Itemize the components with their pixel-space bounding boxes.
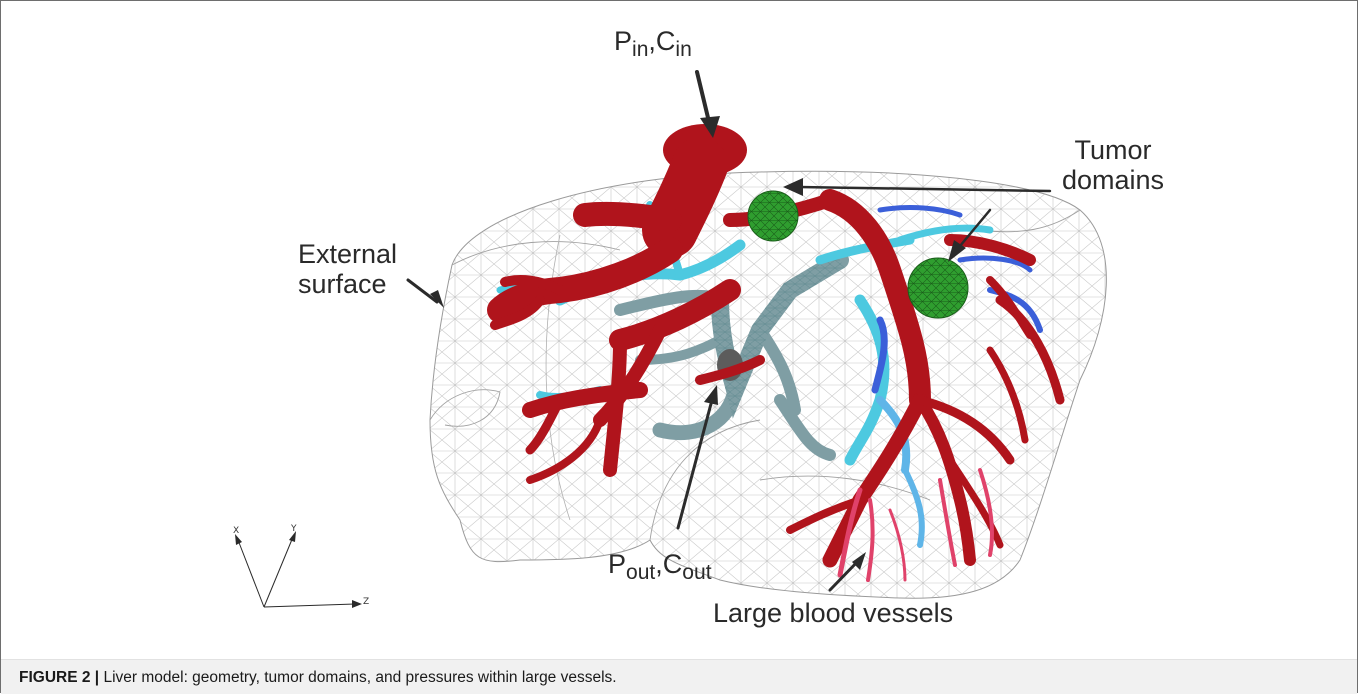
x-axis-line <box>238 540 264 607</box>
y-axis-line <box>264 537 293 607</box>
z-axis-line <box>264 604 355 607</box>
axis-triad <box>235 531 362 608</box>
figure-caption: FIGURE 2 | Liver model: geometry, tumor … <box>19 669 617 687</box>
tumor-domain-1-mesh <box>748 191 798 241</box>
axis-z-label: Z <box>363 597 369 607</box>
tumor-domains-label: Tumor domains <box>1040 135 1186 195</box>
outlet-label: Pout,Cout <box>608 549 712 579</box>
figure-caption-text: Liver model: geometry, tumor domains, an… <box>99 669 616 686</box>
external-surface-arrow <box>408 280 437 302</box>
figure-number: FIGURE 2 | <box>19 669 99 686</box>
inlet-label: Pin,Cin <box>614 26 692 56</box>
axis-x-label: X <box>233 526 239 536</box>
tumor-domain-2-mesh <box>908 258 968 318</box>
large-vessels-label: Large blood vessels <box>713 598 953 628</box>
axis-y-label: Y <box>291 524 297 534</box>
external-surface-label: External surface <box>298 239 397 299</box>
figure-caption-bar: FIGURE 2 | Liver model: geometry, tumor … <box>1 659 1357 694</box>
